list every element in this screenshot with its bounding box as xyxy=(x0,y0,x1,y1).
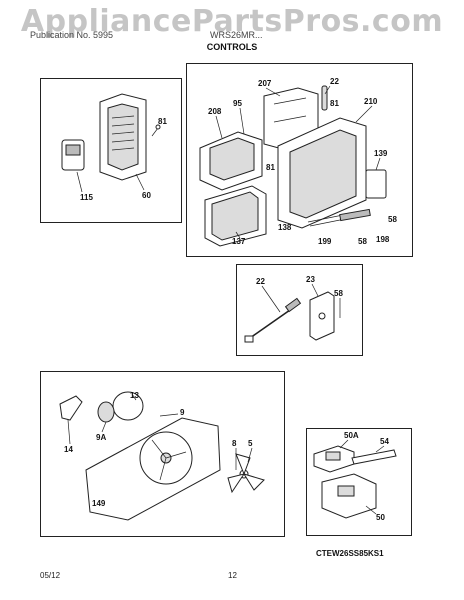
callout-label: 23 xyxy=(306,275,315,284)
callout-label: 210 xyxy=(364,97,378,106)
callout-label: 50 xyxy=(376,513,385,522)
rod-drawing xyxy=(321,85,328,111)
callout-label: 60 xyxy=(142,191,151,200)
callout-label: 14 xyxy=(64,445,73,454)
callout-label: 58 xyxy=(358,237,367,246)
wire-harness-drawing xyxy=(307,208,371,227)
callout-label: 137 xyxy=(232,237,246,246)
crisper-housing-drawing xyxy=(321,473,377,519)
callout-label: 139 xyxy=(374,149,388,158)
panel-thermistor xyxy=(236,264,363,356)
callout-label: 199 xyxy=(318,237,332,246)
callout-label: 95 xyxy=(233,99,242,108)
screw-drawing xyxy=(151,124,161,137)
callout-label: 9A xyxy=(96,433,106,442)
callout-label: 22 xyxy=(256,277,265,286)
callout-label: 5 xyxy=(248,439,253,448)
header-model: WRS26MR... xyxy=(210,30,263,40)
control-strip-drawing xyxy=(351,449,397,465)
callout-label: 115 xyxy=(80,193,93,202)
housing-drawing xyxy=(277,117,367,229)
cover-drawing xyxy=(309,291,335,341)
fan-shroud-drawing xyxy=(85,417,221,521)
callout-label: 208 xyxy=(208,107,222,116)
callout-label: 81 xyxy=(266,163,275,172)
callout-label: 8 xyxy=(232,439,237,448)
callout-label: 22 xyxy=(330,77,339,86)
callout-label: 13 xyxy=(130,391,139,400)
callout-label: 81 xyxy=(158,117,167,126)
callout-label: 81 xyxy=(330,99,339,108)
watermark-text: AppliancePartsPros.com xyxy=(20,4,444,39)
callout-label: 138 xyxy=(278,223,292,232)
callout-label: 149 xyxy=(92,499,106,508)
crisper-control-top-drawing xyxy=(313,445,355,473)
section-title: CONTROLS xyxy=(206,42,258,52)
footer-date: 05/12 xyxy=(40,571,61,580)
bracket-drawing xyxy=(59,395,83,421)
callout-label: 54 xyxy=(380,437,389,446)
control-housing-drawing xyxy=(99,93,147,181)
callout-label: 58 xyxy=(334,289,343,298)
callout-label: 198 xyxy=(376,235,390,244)
callout-label: 58 xyxy=(388,215,397,224)
filter-frame-drawing xyxy=(199,131,263,191)
control-knob-drawing xyxy=(61,139,85,171)
callout-label: 50A xyxy=(344,431,359,440)
thermistor-block-drawing xyxy=(365,169,387,199)
fan-blade-drawing xyxy=(227,453,265,494)
diagram-reference-code: CTEW26SS85KS1 xyxy=(316,549,384,558)
footer-page-number: 12 xyxy=(228,571,237,580)
callout-label: 207 xyxy=(258,79,272,88)
module-drawing xyxy=(204,185,267,247)
callout-label: 9 xyxy=(180,408,185,417)
header-publication: Publication No. 5995 xyxy=(30,30,114,40)
thermistor-probe-drawing xyxy=(244,297,302,343)
